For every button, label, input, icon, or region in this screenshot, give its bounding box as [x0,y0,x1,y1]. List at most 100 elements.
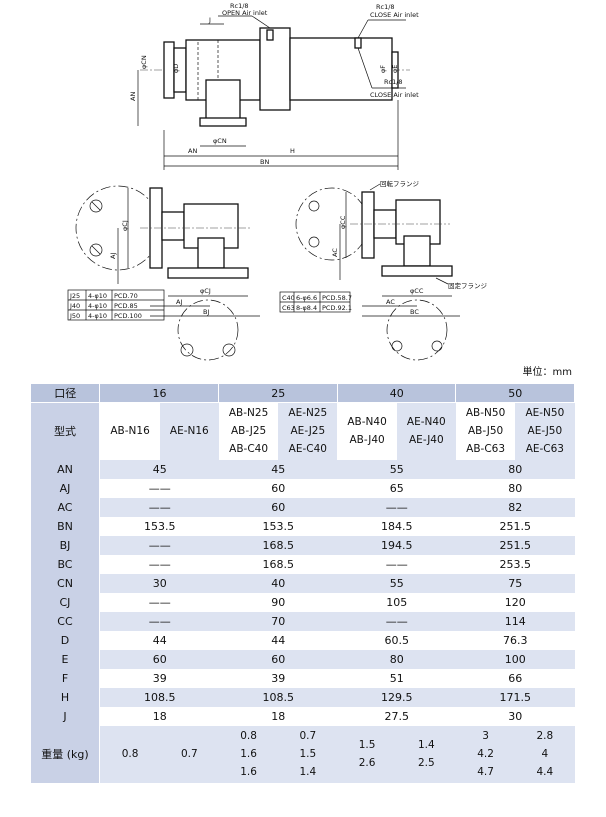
dim-cn: φCN [140,55,148,69]
dimension-value: 153.5 [99,516,219,536]
caliber-header: 口径 [29,383,101,403]
lf-r2c0: J50 [69,312,80,320]
weight-s50-ae: 2.8 4 4.4 [515,725,575,783]
weight-s25-ab: 0.8 1.6 1.6 [218,725,279,783]
dimension-row: BC——168.5——253.5 [30,554,575,574]
dimension-value: 120 [455,592,575,612]
dimension-value: —— [337,554,456,574]
weight-value: 2.5 [417,757,435,769]
weight-value: 4 [541,748,549,760]
model-name: AE-N25 [288,407,328,420]
dimension-value: 55 [337,573,456,593]
dimension-label: H [30,687,101,707]
close-air-size: Rc1/8 [376,3,395,11]
top-view: Rc1/8 OPEN Air inlet Rc1/8 CLOSE Air inl… [129,2,419,170]
size-16-header: 16 [99,383,220,403]
rf-r1c1: 8-φ8.4 [296,304,317,312]
dimension-value: 45 [99,459,219,479]
dimension-value: 60 [99,649,219,669]
weight-s50-ab: 3 4.2 4.7 [455,725,516,783]
weight-value: 1.4 [417,739,435,751]
dimension-value: 60 [218,649,338,669]
dimension-value: 30 [99,573,219,593]
weight-value: 4.4 [536,766,554,778]
model-name: AE-J25 [290,425,326,438]
model-name: AE-N50 [525,407,565,420]
dimension-value: 65 [337,478,456,498]
dimension-value: 55 [337,459,456,479]
dim-aj: AJ [176,298,182,306]
dimension-label: BN [30,516,101,536]
dim-e: φE [391,65,399,73]
dimension-label: E [30,649,101,669]
model-s50-ab: AB-N50 AB-J50 AB-C63 [455,402,516,460]
dim-ac-side: AC [331,248,339,257]
dimension-value: 39 [218,668,338,688]
dim-aj-side: AJ [109,253,117,259]
model-name: AB-N40 [347,416,387,429]
dimension-row: CC——70——114 [30,611,575,631]
close-air-label-2: CLOSE Air inlet [370,91,419,99]
weight-value: 1.5 [299,748,317,760]
dimension-value: 51 [337,668,456,688]
dim-f: φF [379,65,387,73]
dimension-value: —— [99,535,219,555]
dimension-value: 45 [218,459,338,479]
dimension-value: 30 [455,706,575,726]
dimension-value: 194.5 [337,535,456,555]
model-s16-ae: AE-N16 [159,402,219,460]
model-s25-ae: AE-N25 AE-J25 AE-C40 [278,402,338,460]
dimension-value: 90 [218,592,338,612]
dim-cn-bottom: φCN [213,137,227,145]
model-name: AB-J25 [230,425,267,438]
dimension-value: 80 [455,459,575,479]
dim-an-vert: AN [129,92,137,101]
dimension-value: 80 [337,649,456,669]
dimension-label: CJ [30,592,101,612]
rf-r0c1: 6-φ6.6 [296,294,317,302]
dim-an: AN [188,147,197,155]
technical-drawing: Rc1/8 OPEN Air inlet Rc1/8 CLOSE Air inl… [67,2,488,361]
model-s16-ab: AB-N16 [99,402,160,460]
dimension-value: 184.5 [337,516,456,536]
dim-j: J [208,16,211,24]
lf-r2c1: 4-φ10 [88,312,107,320]
dimension-value: 108.5 [99,687,219,707]
weight-row: 重量 (kg) 0.8 0.7 0.8 1.6 1.6 0.7 1.5 1.4 … [30,725,575,783]
dimension-value: 39 [99,668,219,688]
dimension-value: —— [337,611,456,631]
dimension-value: 168.5 [218,535,338,555]
dimension-value: 60 [218,497,338,517]
weight-s25-ae: 0.7 1.5 1.4 [278,725,338,783]
model-name: AB-J50 [467,425,504,438]
size-50-header: 50 [455,383,575,403]
model-name: AB-N16 [110,425,150,438]
weight-value: 3 [482,730,489,742]
dimension-row: AC——60——82 [30,497,575,517]
dimension-label: AC [30,497,101,517]
dimension-label: AN [30,459,101,479]
lf-r0c0: J25 [69,292,80,300]
rf-r1c0: C63 [282,304,295,312]
dim-cc-side: φCC [339,215,347,229]
weight-value: 0.8 [240,730,257,742]
dimension-value: 108.5 [218,687,338,707]
dim-d: φD [172,64,180,73]
left-view: φCJ AJ φCJ AJ BJ J25 4-φ10 PCD.70 J40 4-… [67,185,260,361]
fixed-flange-label: 固定フランジ [448,281,488,290]
model-label: 型式 [30,402,101,460]
dimension-label: AJ [30,478,101,498]
weight-value: 2.6 [358,757,376,769]
rf-r0c2: PCD.58.7 [322,294,352,302]
spec-table: 口径 16 25 40 50 型式 AB-N16 AE-N16 AB-N25 A… [29,383,575,783]
size-header-row: 口径 16 25 40 50 [29,383,575,403]
model-name: AE-J50 [527,425,563,438]
dimension-value: 114 [455,611,575,631]
model-name: AB-J40 [349,434,385,447]
model-name: AB-N50 [465,407,506,420]
lf-r0c1: 4-φ10 [88,292,107,300]
dimension-value: 60 [218,478,338,498]
